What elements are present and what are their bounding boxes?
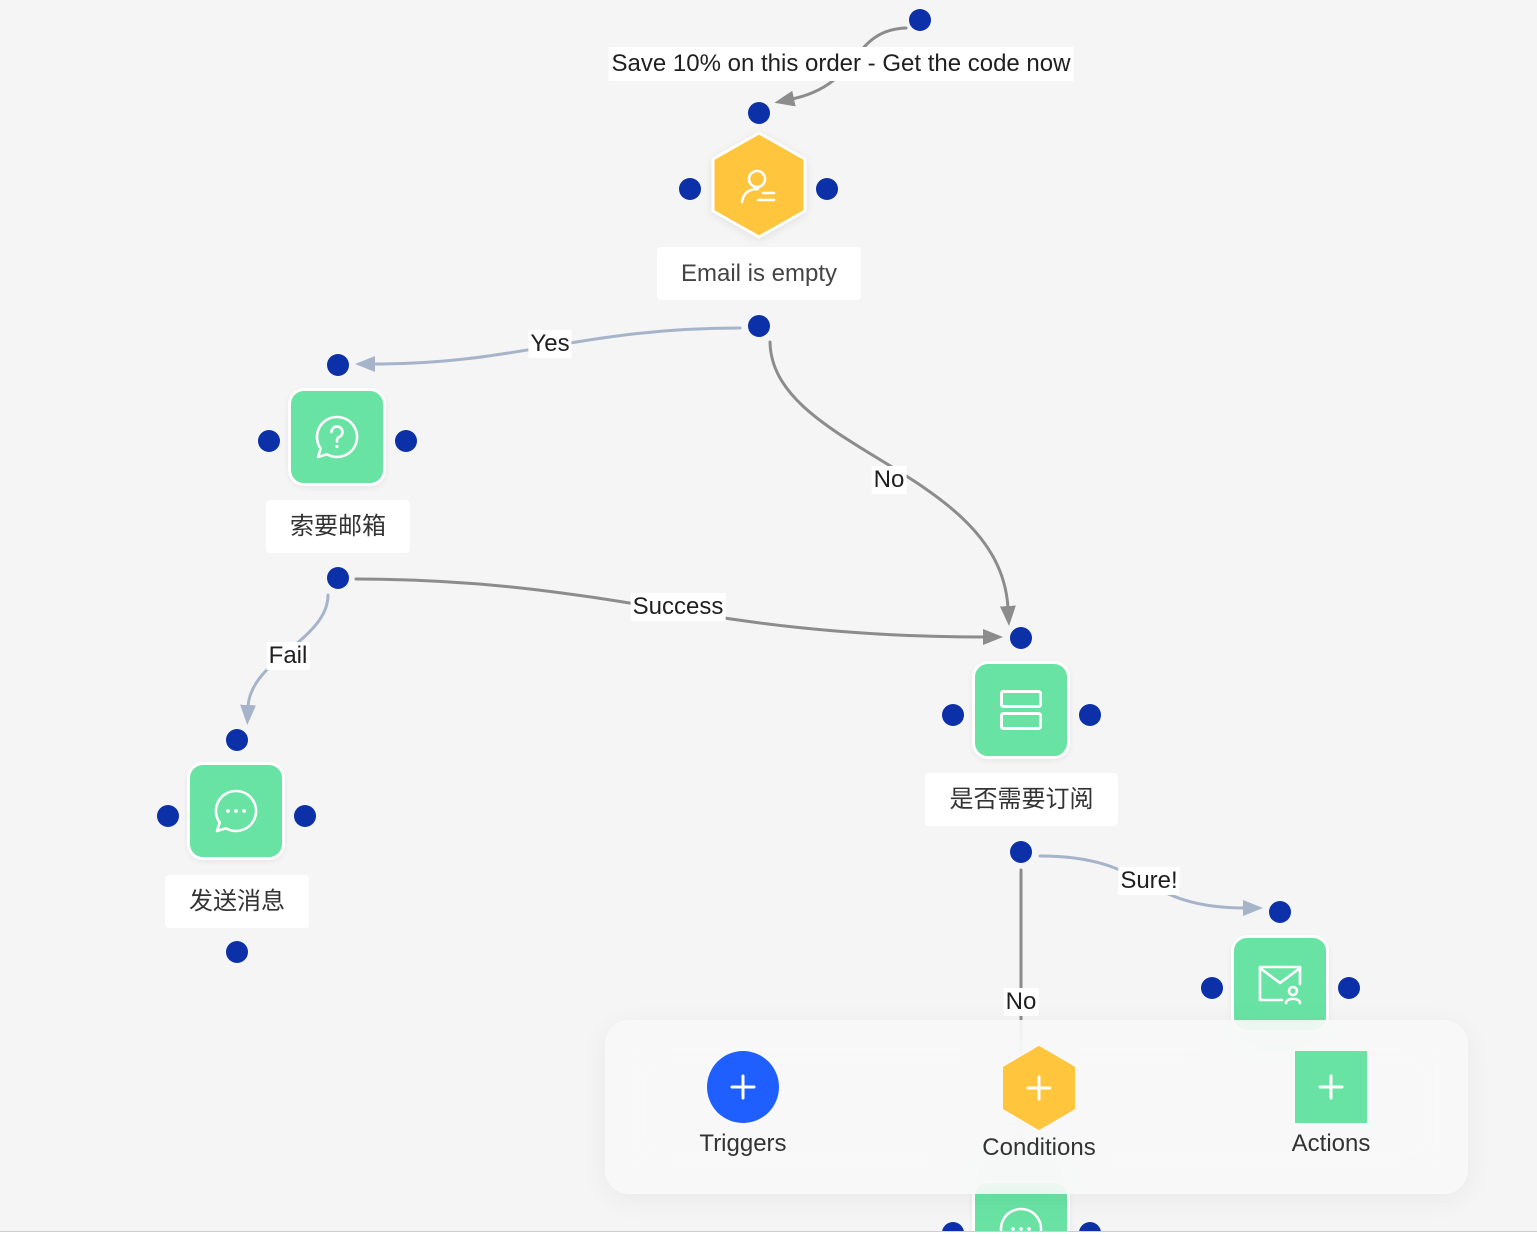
node-label-need-subscribe: 是否需要订阅 xyxy=(925,773,1118,826)
chat-dots-icon xyxy=(999,1207,1043,1231)
chat-dots-icon xyxy=(214,789,258,833)
action-node-need-subscribe[interactable] xyxy=(972,661,1070,759)
send-message-port-top[interactable] xyxy=(226,729,248,751)
add-action-button[interactable] xyxy=(1295,1051,1367,1123)
upstream-port-bottom[interactable] xyxy=(909,9,931,31)
email-check-port-bottom[interactable] xyxy=(748,315,770,337)
hexagon-shape xyxy=(711,131,807,239)
ask-email-port-bottom[interactable] xyxy=(327,567,349,589)
edge-no[interactable] xyxy=(768,340,1016,626)
palette-label-triggers: Triggers xyxy=(699,1130,787,1157)
palette-label-conditions: Conditions xyxy=(982,1134,1096,1161)
edge-label-incoming: Save 10% on this order - Get the code no… xyxy=(608,47,1074,81)
mail-user-icon xyxy=(1258,965,1302,1005)
subscribe-email-port-top[interactable] xyxy=(1269,901,1291,923)
subscribe-email-port-right[interactable] xyxy=(1338,977,1360,999)
palette-item-triggers[interactable]: Triggers xyxy=(663,1020,823,1194)
palette-label-actions: Actions xyxy=(1291,1130,1371,1157)
split-rows-icon xyxy=(1000,690,1042,730)
user-filter-icon xyxy=(740,169,776,204)
node-palette: Triggers Conditions Actions xyxy=(605,1020,1468,1194)
edge-label-no-subscribe: No xyxy=(1003,988,1039,1016)
next-message-port-left[interactable] xyxy=(942,1222,964,1231)
condition-node-email-check[interactable] xyxy=(711,131,807,239)
plus-icon xyxy=(1026,1075,1052,1101)
viewport-bottom-edge xyxy=(0,1231,1537,1235)
need-subscribe-port-right[interactable] xyxy=(1079,704,1101,726)
ask-email-port-left[interactable] xyxy=(258,430,280,452)
need-subscribe-port-top[interactable] xyxy=(1010,627,1032,649)
condition-hexagon xyxy=(711,131,807,239)
next-message-port-right[interactable] xyxy=(1079,1222,1101,1231)
edge-label-success: Success xyxy=(630,593,726,621)
action-node-subscribe-email[interactable] xyxy=(1231,935,1329,1033)
edge-label-yes: Yes xyxy=(528,330,572,358)
edge-label-sure: Sure! xyxy=(1118,867,1180,895)
add-trigger-button[interactable] xyxy=(707,1051,779,1123)
subscribe-email-port-left[interactable] xyxy=(1201,977,1223,999)
need-subscribe-port-left[interactable] xyxy=(942,704,964,726)
palette-item-conditions[interactable]: Conditions xyxy=(959,1020,1119,1194)
email-check-port-left[interactable] xyxy=(679,178,701,200)
ask-email-port-top[interactable] xyxy=(327,354,349,376)
add-condition-button[interactable] xyxy=(1003,1046,1075,1130)
send-message-port-right[interactable] xyxy=(294,805,316,827)
plus-icon xyxy=(1318,1074,1344,1100)
node-label-send-message: 发送消息 xyxy=(165,875,309,928)
action-node-ask-email[interactable] xyxy=(288,388,386,486)
email-check-port-right[interactable] xyxy=(816,178,838,200)
send-message-port-left[interactable] xyxy=(157,805,179,827)
email-check-port-top[interactable] xyxy=(748,102,770,124)
node-label-email-check: Email is empty xyxy=(657,247,861,300)
edge-label-fail: Fail xyxy=(266,642,310,670)
plus-icon xyxy=(730,1074,756,1100)
node-label-ask-email: 索要邮箱 xyxy=(266,500,410,553)
action-node-send-message[interactable] xyxy=(187,762,285,860)
need-subscribe-port-bottom[interactable] xyxy=(1010,841,1032,863)
question-chat-icon xyxy=(315,415,359,459)
ask-email-port-right[interactable] xyxy=(395,430,417,452)
edge-label-no: No xyxy=(871,466,907,494)
send-message-port-bottom[interactable] xyxy=(226,941,248,963)
palette-item-actions[interactable]: Actions xyxy=(1251,1020,1411,1194)
